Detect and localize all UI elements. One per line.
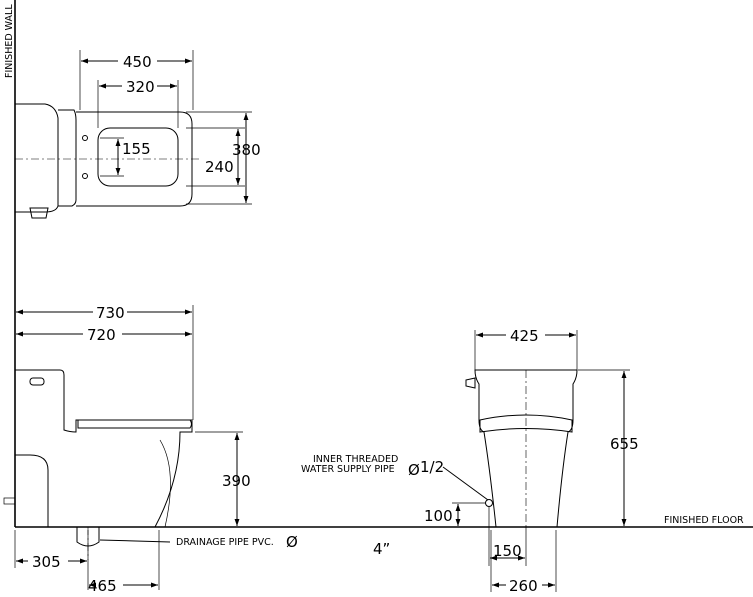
water-supply-valve	[485, 499, 493, 507]
drainage-diameter-symbol: Ø	[286, 533, 298, 551]
supply-label-line2: WATER SUPPLY PIPE	[301, 464, 395, 475]
supply-label-line1: INNER THREADED	[313, 454, 398, 465]
dim-720: 720	[87, 326, 116, 344]
side-view-supply-stub	[3, 497, 16, 505]
dim-380: 380	[232, 141, 261, 159]
dim-390: 390	[222, 472, 251, 490]
dim-305: 305	[32, 553, 61, 571]
drainage-pipe-label: DRAINAGE PIPE PVC.	[176, 537, 274, 548]
side-view-foot	[159, 439, 171, 528]
finished-wall-label: FINISHED WALL	[4, 4, 15, 78]
dim-100: 100	[424, 507, 453, 525]
top-view-seat-opening	[97, 127, 179, 187]
side-view: DRAINAGE PIPE PVC. Ø 4” 730 720 390 305 …	[3, 300, 390, 595]
front-view-seat	[479, 414, 573, 433]
top-view-tank	[15, 103, 59, 213]
supply-diameter-symbol: Ø	[408, 461, 420, 479]
top-view: 450 320 155 240 380	[15, 50, 261, 219]
front-view: INNER THREADED WATER SUPPLY PIPE Ø 1/2 4…	[301, 327, 639, 595]
dim-655: 655	[610, 435, 639, 453]
dim-240: 240	[205, 158, 234, 176]
dim-730: 730	[96, 304, 125, 322]
dim-450: 450	[123, 53, 152, 71]
top-view-body	[58, 109, 77, 207]
dim-465: 465	[88, 577, 117, 595]
top-view-tank-knob	[29, 207, 49, 219]
dim-150: 150	[493, 542, 522, 560]
dim-260: 260	[509, 577, 538, 595]
side-view-tank	[15, 369, 193, 528]
dim-155: 155	[122, 140, 151, 158]
side-view-flush-button	[29, 377, 45, 386]
drainage-size: 4”	[373, 540, 390, 558]
supply-size: 1/2	[420, 458, 444, 476]
side-view-seat	[77, 419, 192, 429]
finished-floor-label: FINISHED FLOOR	[664, 515, 744, 526]
dim-320: 320	[126, 78, 155, 96]
front-view-tank	[474, 369, 578, 528]
dim-425: 425	[510, 327, 539, 345]
top-view-hinge-bottom	[82, 173, 88, 179]
front-view-flush-button	[465, 377, 476, 389]
top-view-hinge-top	[82, 135, 88, 141]
